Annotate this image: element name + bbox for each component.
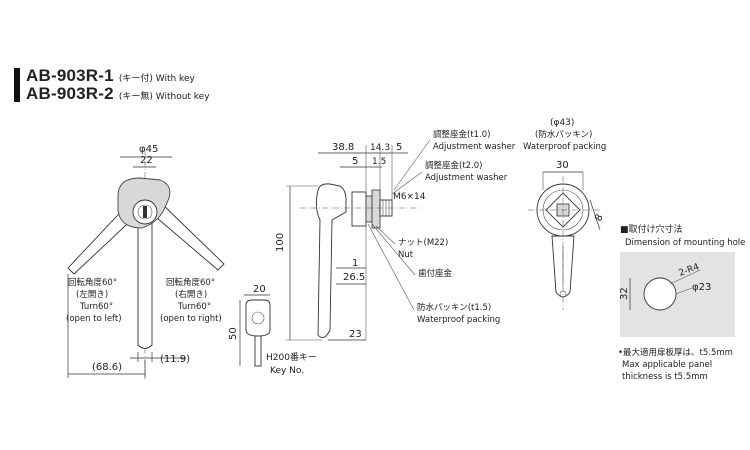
title-bar — [14, 68, 20, 102]
m6x14-label: M6×14 — [393, 192, 426, 202]
dim-38-8: 38.8 — [332, 142, 354, 153]
dim-mount-32: 32 — [619, 287, 630, 300]
mounting-hole-flat — [652, 284, 668, 304]
dim-23: 23 — [349, 329, 362, 340]
front-view: φ45 22 回転角度60° (左開き) Turn60° (open to le… — [66, 144, 225, 380]
key-slot — [143, 206, 147, 218]
dim-1-5: 1.5 — [372, 157, 386, 167]
leader-mount-23 — [675, 287, 693, 295]
model-code-2: AB-903R-2 — [26, 84, 114, 103]
model-line-2: AB-903R-2 (キー無) Without key — [26, 84, 210, 104]
key-bow — [245, 299, 271, 337]
leader-tooth-washer — [371, 223, 416, 276]
dim-rear-8: 8 — [593, 212, 606, 223]
rear-packing-en: Waterproof packing — [523, 142, 606, 152]
dim-mount-23: φ23 — [692, 282, 711, 293]
main-lever — [137, 204, 153, 349]
packing-jp: 防水パッキン(t1.5) — [417, 302, 491, 313]
model-sub-1: (キー付) With key — [118, 74, 195, 84]
model-sub-2: (キー無) Without key — [118, 92, 210, 102]
key-hole — [251, 311, 265, 325]
side-housing — [351, 191, 367, 227]
model-code-1: AB-903R-1 — [26, 66, 114, 85]
turn-left-jp: 回転角度60° — [68, 277, 117, 288]
turn-left-jp2: (左開き) — [76, 289, 108, 300]
dim-100: 100 — [275, 233, 286, 252]
note-en-1: Max applicable panel — [622, 360, 712, 370]
nut-jp: ナット(M22) — [398, 238, 448, 248]
washer1-en: Adjustment washer — [433, 142, 516, 152]
washer2-jp: 調整座金(t2.0) — [425, 160, 482, 171]
side-lever-body — [315, 183, 347, 339]
tooth-washer-jp: 歯付座金 — [418, 268, 453, 279]
rear-packing-jp: (防水パッキン) — [535, 129, 592, 140]
mounting-panel — [620, 252, 735, 337]
side-packing — [365, 195, 373, 223]
leader-washer1 — [393, 139, 431, 191]
mounting-title-jp: ■取付け穴寸法 — [620, 223, 683, 235]
key-cylinder-inner — [137, 204, 153, 220]
key-label-en: Key No. — [270, 366, 304, 376]
mounting-title-en: Dimension of mounting hole — [625, 238, 745, 248]
key-blade — [254, 335, 262, 367]
nut-en: Nut — [398, 250, 414, 260]
turn-right-jp2: (右開き) — [175, 289, 207, 300]
leader-mount-r4 — [669, 269, 701, 285]
rear-view: (φ43) (防水パッキン) Waterproof packing 30 8 — [523, 118, 606, 310]
dim-rear-30: 30 — [556, 160, 569, 171]
dim-5-top: 5 — [396, 142, 402, 153]
side-view: 38.8 14.3 5 5 1.5 100 1 26.5 23 調整 — [275, 129, 516, 341]
model-line-1: AB-903R-1 (キー付) With key — [26, 66, 195, 86]
dim-1: 1 — [352, 258, 358, 269]
dim-26-5: 26.5 — [343, 272, 365, 283]
packing-en: Waterproof packing — [417, 315, 500, 325]
dim-line-rear-8 — [589, 199, 601, 231]
dim-key-20: 20 — [253, 284, 266, 295]
note-en-2: thickness is t5.5mm — [622, 372, 708, 382]
turn-right-jp: 回転角度60° — [166, 277, 215, 288]
dim-68-6: (68.6) — [92, 362, 122, 373]
turn-right-en2: (open to right) — [160, 314, 222, 324]
turn-right-en: Turn60° — [177, 302, 211, 312]
note-jp: •最大適用扉板厚は、t5.5mm — [618, 347, 733, 358]
leader-washer2 — [391, 171, 423, 195]
leader-packing — [367, 223, 415, 311]
dim-key-50: 50 — [228, 327, 239, 340]
mounting-hole-view: ■取付け穴寸法 Dimension of mounting hole 32 2-… — [618, 223, 745, 382]
dim-11-9: (11.9) — [160, 354, 190, 365]
leader-nut — [375, 225, 396, 245]
dim-phi45: φ45 — [139, 144, 158, 155]
rear-phi43: (φ43) — [550, 118, 574, 128]
side-nut — [371, 189, 381, 229]
dim-22: 22 — [140, 155, 153, 166]
washer2-en: Adjustment washer — [425, 173, 508, 183]
key-view: 20 50 H200番キー Key No. — [228, 284, 317, 376]
washer1-jp: 調整座金(t1.0) — [433, 129, 490, 140]
turn-left-en: Turn60° — [79, 302, 113, 312]
turn-left-en2: (open to left) — [66, 314, 122, 324]
key-label-jp: H200番キー — [266, 351, 317, 363]
dim-5-mid: 5 — [352, 156, 358, 167]
